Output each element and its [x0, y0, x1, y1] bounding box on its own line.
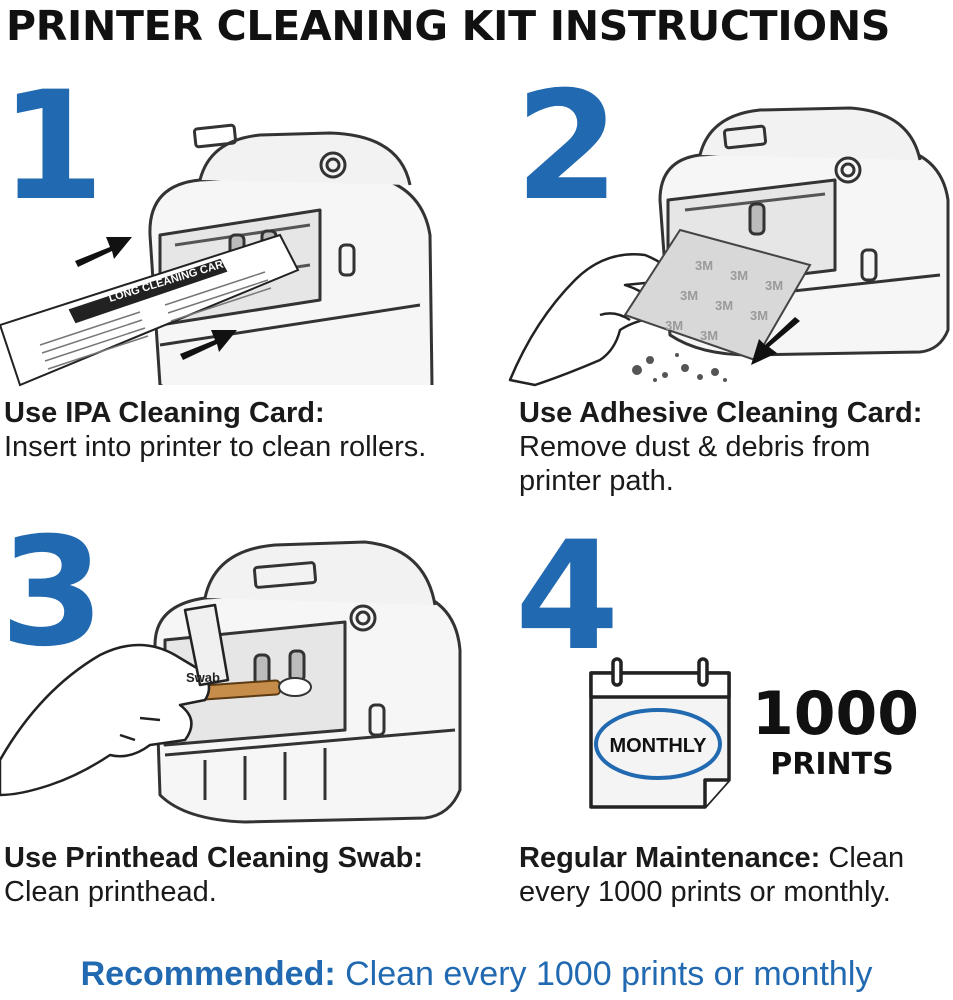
debris-icon — [632, 353, 727, 382]
adhesive-card-label: 3M — [665, 318, 683, 333]
step-4-text: Clean every 1000 prints or monthly. — [519, 842, 905, 908]
footer-lead: Recommended: — [80, 955, 336, 993]
adhesive-card-label: 3M — [715, 298, 733, 313]
arrow-down-left-icon — [751, 317, 800, 365]
adhesive-card-label: 3M — [730, 268, 748, 283]
step-4-caption: Regular Maintenance: Clean every 1000 pr… — [519, 841, 949, 909]
step-4-number: 4 — [515, 510, 620, 684]
print-count-value: 1000 — [752, 679, 919, 749]
adhesive-card-label: 3M — [680, 288, 698, 303]
step-3-number: 3 — [0, 506, 105, 680]
step-3-caption: Use Printhead Cleaning Swab: Clean print… — [4, 841, 474, 909]
step-1-number: 1 — [0, 60, 105, 234]
calendar-icon: MONTHLY — [589, 657, 731, 809]
arrow-right-icon — [180, 330, 237, 360]
arrow-right-icon — [75, 237, 132, 267]
step-4-heading: Regular Maintenance: — [519, 842, 821, 874]
hand-icon — [508, 253, 677, 387]
calendar-label: MONTHLY — [609, 735, 707, 757]
print-count-unit: PRINTS — [770, 747, 894, 782]
swab-label: Swab — [186, 670, 220, 685]
step-3-heading: Use Printhead Cleaning Swab: — [4, 842, 423, 874]
step-2-text: Remove dust & debris from printer path. — [519, 431, 871, 497]
page-title: PRINTER CLEANING KIT INSTRUCTIONS — [6, 2, 891, 50]
hand-icon: Swab — [0, 603, 230, 797]
step-1-text: Insert into printer to clean rollers. — [4, 431, 427, 463]
adhesive-card-label: 3M — [765, 278, 783, 293]
adhesive-card-label: 3M — [750, 308, 768, 323]
footer-recommendation: Recommended: Clean every 1000 prints or … — [0, 955, 953, 994]
step-1-heading: Use IPA Cleaning Card: — [4, 397, 325, 429]
adhesive-card-label: 3M — [700, 328, 718, 343]
step-3-text: Clean printhead. — [4, 876, 217, 908]
swab-icon — [200, 677, 312, 701]
adhesive-card-label: 3M — [695, 258, 713, 273]
step-2-number: 2 — [515, 60, 620, 234]
step-2-caption: Use Adhesive Cleaning Card: Remove dust … — [519, 396, 949, 498]
cleaning-card-icon: LONG CLEANING CARD — [0, 233, 300, 387]
footer-text: Clean every 1000 prints or monthly — [335, 955, 873, 993]
step-1-caption: Use IPA Cleaning Card: Insert into print… — [4, 396, 474, 464]
step-2-heading: Use Adhesive Cleaning Card: — [519, 397, 923, 429]
